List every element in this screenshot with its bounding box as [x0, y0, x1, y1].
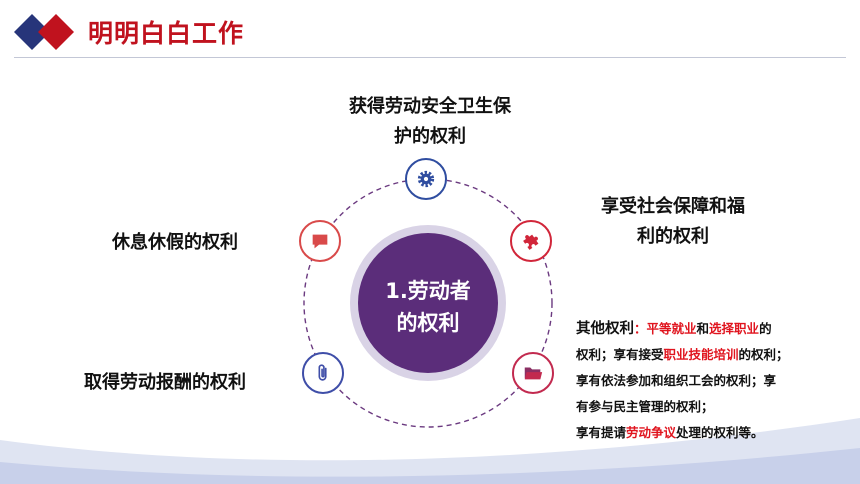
right-social-security-label: 享受社会保障和福 利的权利 [578, 192, 768, 252]
other-rights-line-2b: 的权利； [738, 347, 789, 362]
other-rights-line-2a: 权利；享有接受 [576, 347, 664, 362]
node-upper-left [299, 220, 341, 262]
page-title: 明明白白工作 [88, 19, 245, 48]
right-safety-line-1: 获得劳动安全卫生保 [349, 96, 511, 117]
highlight-equal-employment: 平等就业 [646, 321, 697, 336]
other-rights-line-2: 权利；享有接受职业技能培训的权利； [576, 342, 826, 368]
right-safety-line-2: 护的权利 [394, 126, 466, 147]
paperclip-icon [318, 364, 327, 381]
center-line-1: 1.劳动者 [385, 279, 471, 303]
node-upper-right [510, 220, 552, 262]
right-rest-label: 休息休假的权利 [112, 232, 238, 253]
right-social-line-2: 利的权利 [637, 226, 709, 247]
other-rights-title: 其他权利 [576, 321, 634, 337]
speech-bubble-icon [312, 234, 328, 249]
highlight-dispute: 劳动争议 [626, 425, 677, 440]
other-rights-line-5a: 享有提请 [576, 425, 627, 440]
right-safety-label: 获得劳动安全卫生保 护的权利 [318, 92, 542, 152]
center-circle [358, 233, 498, 373]
orbit-ring [303, 178, 553, 428]
center-line-2: 的权利 [396, 311, 460, 335]
node-lower-left [302, 352, 344, 394]
node-top [405, 158, 447, 200]
other-rights-colon: ： [634, 321, 647, 336]
other-rights-of: 的 [759, 321, 772, 336]
other-rights-line-5b: 处理的权利等。 [676, 425, 764, 440]
other-rights-and: 和 [696, 321, 710, 336]
right-social-line-1: 享受社会保障和福 [601, 196, 745, 217]
gear-icon [417, 170, 435, 188]
highlight-training: 职业技能培训 [663, 347, 739, 362]
header-divider [14, 57, 846, 58]
other-rights-line-3: 享有依法参加和组织工会的权利；享 [576, 373, 777, 388]
header-bar: 明明白白工作 [0, 0, 860, 62]
puzzle-icon [523, 234, 539, 250]
other-rights-line-4: 有参与民主管理的权利； [576, 399, 714, 414]
folder-icon [524, 367, 543, 380]
other-rights-line-5: 享有提请劳动争议处理的权利等。 [576, 420, 826, 446]
other-rights-text: 其他权利：平等就业和选择职业的 权利；享有接受职业技能培训的权利； 享有依法参加… [576, 316, 826, 446]
other-rights-line-1: 其他权利：平等就业和选择职业的 [576, 316, 826, 342]
center-label: 1.劳动者 的权利 [348, 262, 508, 352]
double-diamond-icon [14, 14, 74, 50]
highlight-choose-job: 选择职业 [709, 321, 760, 336]
node-lower-right [512, 352, 554, 394]
right-pay-label: 取得劳动报酬的权利 [84, 372, 246, 393]
